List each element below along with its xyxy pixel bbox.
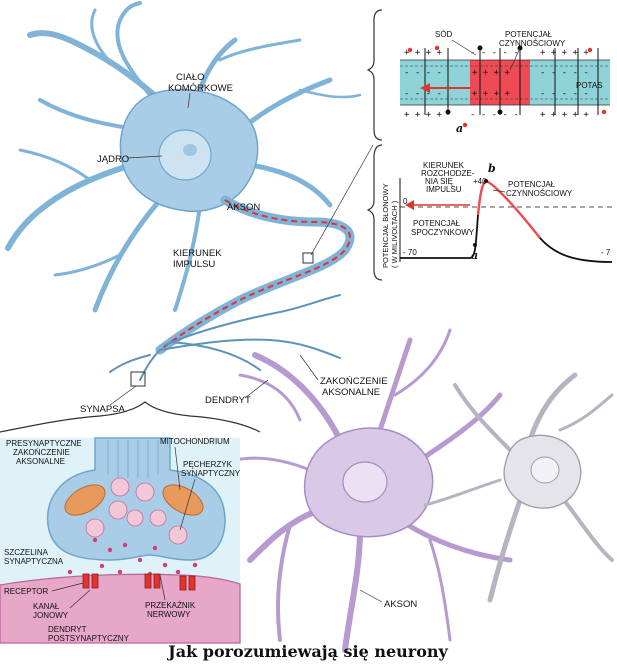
graph-resting-potential-label-1: POTENCJAŁ: [413, 219, 461, 228]
graph-resting-potential-label-2: SPOCZYNKOWY: [411, 228, 475, 237]
presynaptic-label-3: AKSONALNE: [16, 457, 65, 466]
graph-point-a: a: [471, 249, 478, 262]
lower-axon-label: AKSON: [384, 599, 417, 610]
microtubules: [107, 440, 159, 478]
graph-ylabel-2: ( W MILIVOLTACH ): [390, 200, 399, 268]
ion-flow-arrows: [424, 45, 599, 115]
tick-minus-70: - 70: [403, 248, 417, 257]
receptor-label: RECEPTOR: [4, 587, 49, 596]
graph-direction-label-4: IMPULSU: [426, 185, 462, 194]
cleft-label-2: SYNAPTYCZNA: [4, 557, 64, 566]
neurotransmitter-label-1: PRZEKAŹNIK: [145, 601, 196, 610]
tick-zero: 0: [403, 197, 408, 206]
purple-neuron: [233, 328, 513, 653]
svg-text:- - - - -: - - - - -: [470, 110, 519, 120]
cell-body-label-2: KOMÓRKOWE: [168, 83, 233, 94]
gray-neuron: [423, 372, 614, 603]
synapse-label: SYNAPSA: [80, 404, 126, 415]
synaptic-vesicles: [85, 477, 188, 545]
membrane-inset: + + + + - - - - - + + + + + - - - - + + …: [366, 9, 610, 141]
membrane-potential-graph: POTENCJAŁ BŁONOWY ( W MILIVOLTACH ) +40 …: [366, 144, 613, 281]
membrane-charges-inner: - - - - + + + + - - - - - - - - - + + + …: [404, 68, 589, 99]
neurotransmitter-label-2: NERWOWY: [147, 610, 191, 619]
purple-nucleus: [342, 461, 388, 503]
postsynaptic-label-2: POSTSYNAPTYCZNY: [48, 634, 130, 643]
presynaptic-label-1: PRESYNAPTYCZNE: [6, 439, 82, 448]
graph-point-b: b: [488, 162, 496, 175]
svg-text:+ + + + +: + + + + +: [540, 110, 589, 120]
graph-ylabel-1: POTENCJAŁ BŁONOWY: [381, 183, 390, 268]
mitochondrion-right: [162, 484, 204, 516]
sodium-label: SÓD: [435, 30, 453, 39]
receptors: [82, 573, 196, 591]
svg-text:- - - - -: - - - - -: [540, 68, 589, 78]
page-title: Jak porozumiewają się neurony: [166, 642, 448, 661]
cleft-label-1: SZCZELINA: [4, 548, 49, 557]
synapse-bracket: [0, 401, 261, 433]
membrane-point-a: a: [456, 122, 463, 135]
dendrite-label: DENDRYT: [205, 395, 251, 406]
axon-terminal-label-1: ZAKOŃCZENIE: [320, 376, 388, 387]
impulse-direction-arrow: [420, 83, 470, 93]
vesicle-label-1: PĘCHERZYK: [183, 460, 233, 469]
impulse-path: [159, 199, 351, 351]
axon-label: AKSON: [227, 202, 260, 213]
ion-channel-label-2: JONOWY: [33, 611, 69, 620]
membrane-action-potential-label-1: POTENCJAŁ: [505, 30, 553, 39]
graph-bracket: [366, 144, 383, 281]
tick-minus-7: - 7: [601, 248, 611, 257]
postsynaptic-membrane: [0, 573, 241, 644]
sodium-ions: [407, 45, 607, 128]
vesicle-label-2: SYNAPTYCZNY: [181, 469, 241, 478]
nucleolus: [183, 144, 197, 156]
svg-text:+ + + +: + + + +: [472, 89, 511, 99]
nucleus-label: JĄDRO: [97, 154, 129, 165]
axon-terminal-branches: [109, 294, 341, 381]
svg-text:- - - - -: - - - - -: [470, 48, 519, 58]
membrane-action-potential-label-2: CZYNNOŚCIOWY: [499, 39, 566, 48]
svg-text:+ + + + +: + + + + +: [540, 48, 589, 58]
membrane-charges-top: + + + + - - - - - + + + + +: [404, 48, 589, 58]
membrane-charges-bottom: + + + + - - - - - + + + + +: [404, 110, 589, 120]
propagation-arrowhead: [405, 200, 414, 210]
graph-direction-label-1: KIERUNEK: [423, 161, 465, 170]
svg-text:+ + + +: + + + +: [404, 48, 443, 58]
potassium-label: POTAS: [576, 81, 603, 90]
svg-text:+ + + +: + + + +: [472, 68, 511, 78]
synapse-inset: PRESYNAPTYCZNE ZAKOŃCZENIE AKSONALNE MIT…: [0, 401, 261, 644]
cell-body-label-1: CIAŁO: [176, 72, 205, 83]
tick-plus-40: +40: [473, 177, 487, 186]
gray-neuron-dendrites: [423, 372, 614, 603]
graph-action-potential-label-1: POTENCJAŁ: [508, 180, 556, 189]
graph-action-potential-label-2: CZYNNOŚCIOWY: [506, 189, 573, 198]
impulse-direction-label-2: IMPULSU: [173, 259, 215, 270]
axon-zoom-box: [302, 252, 314, 264]
axon-terminal-label-2: AKSONALNE: [322, 387, 380, 398]
svg-text:- - - - -: - - - - -: [540, 89, 589, 99]
ion-channel-label-1: KANAŁ: [33, 602, 60, 611]
mitochondrion-left: [64, 484, 106, 516]
zoom-connector: [310, 144, 374, 256]
gray-nucleus: [530, 456, 560, 484]
impulse-direction-label-1: KIERUNEK: [173, 248, 222, 259]
graph-direction-label-2: ROZCHODZE-: [421, 169, 475, 178]
blue-nucleus: [158, 129, 212, 181]
postsynaptic-label-1: DENDRYT: [48, 625, 87, 634]
purple-neuron-dendrites: [233, 328, 513, 653]
svg-text:+ + + +: + + + +: [404, 110, 443, 120]
mitochondrion-label: MITOCHONDRIUM: [160, 437, 230, 446]
svg-text:- - - -: - - - -: [404, 68, 442, 78]
svg-text:- - - -: - - - -: [404, 89, 442, 99]
blue-neuron: [5, 1, 362, 387]
presynaptic-label-2: ZAKOŃCZENIE: [13, 448, 70, 457]
graph-direction-label-3: NIA SIĘ: [425, 177, 453, 186]
membrane-bracket: [366, 9, 383, 141]
synapse-zoom-box: [130, 371, 146, 387]
neuron-labels: CIAŁO KOMÓRKOWE JĄDRO AKSON KIERUNEK IMP…: [80, 72, 417, 610]
